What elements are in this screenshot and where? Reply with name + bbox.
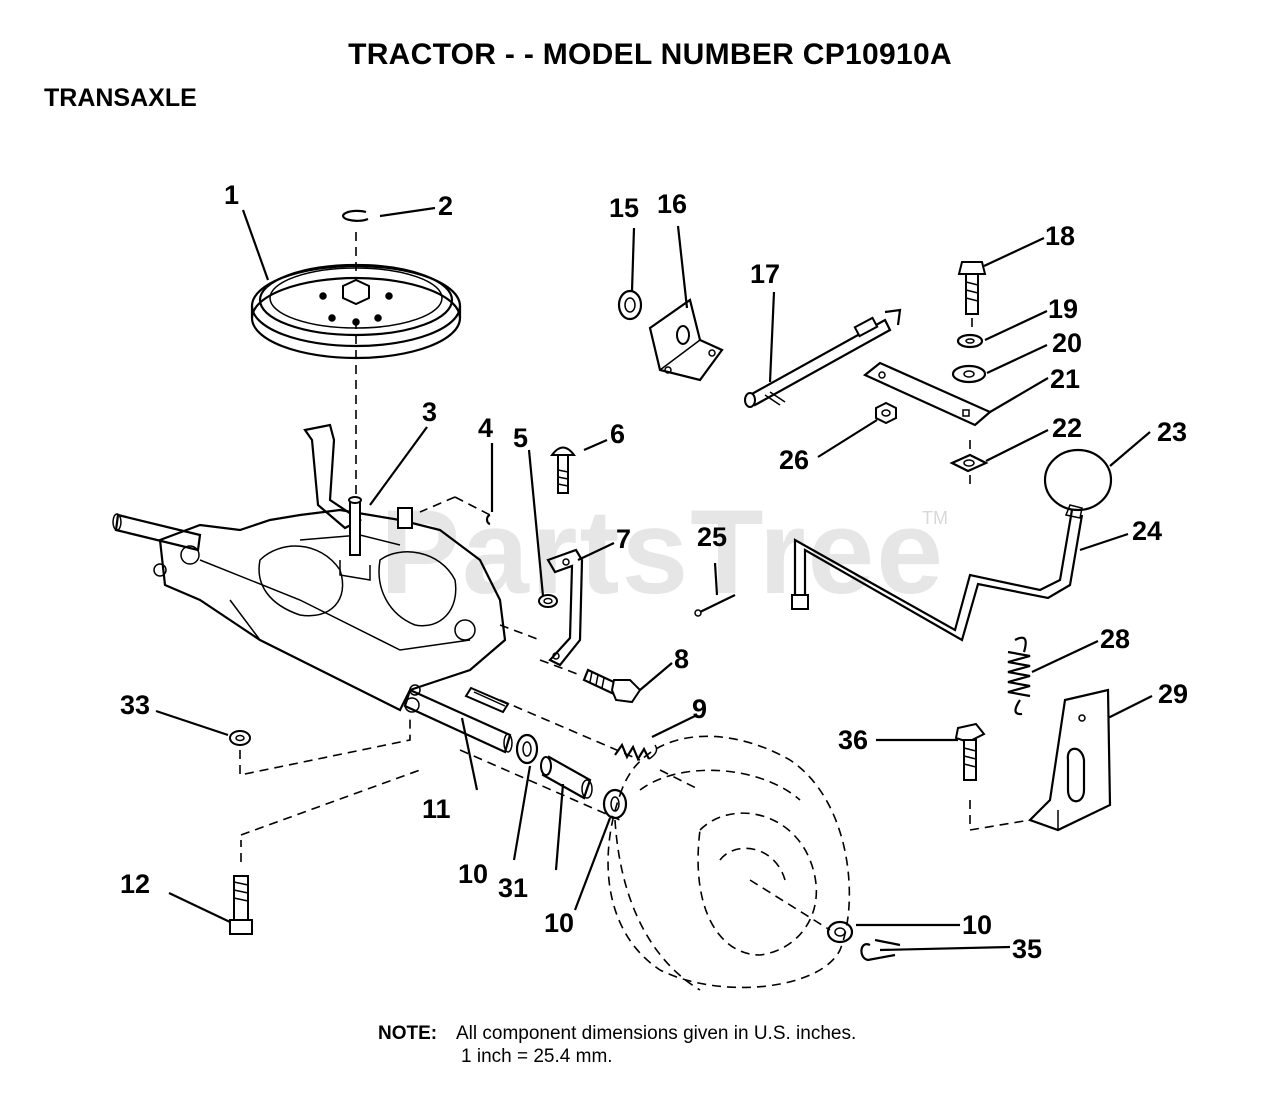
callout-35: 35 [1012,934,1042,964]
part-12-bolt[interactable] [229,875,253,935]
callout-12: 12 [120,869,150,899]
callout-36: 36 [838,725,868,755]
callout-31: 31 [498,873,528,903]
part-17-control-rod[interactable] [744,308,902,408]
callout-26: 26 [779,445,809,475]
callout-5: 5 [513,423,528,453]
part-19-lockwasher[interactable] [956,333,984,349]
callout-7: 7 [616,524,631,554]
part-7-bracket[interactable] [546,548,584,667]
part-4-pin[interactable] [485,513,491,526]
part-22-square-washer[interactable] [949,453,989,473]
callout-11: 11 [422,794,451,824]
part-26-nut[interactable] [875,401,897,425]
callout-1: 1 [224,180,239,210]
part-10-washer-b[interactable] [602,788,628,820]
note-label: NOTE: [378,1023,438,1044]
callout-22: 22 [1052,413,1082,443]
part-11-key[interactable] [464,686,510,714]
part-9-spring[interactable] [614,742,658,762]
part-10-washer-c[interactable] [826,920,854,944]
dimension-note: NOTE: All component dimensions given in U… [378,1022,856,1068]
part-36-bolt[interactable] [954,722,986,781]
callout-21: 21 [1050,364,1080,394]
callout-33: 33 [120,690,150,720]
callout-labels: 1 2 3 4 5 6 7 8 9 10 10 10 11 12 15 16 1… [120,180,1188,964]
part-2-retaining-ring[interactable] [342,209,369,222]
callout-19: 19 [1048,294,1078,324]
callout-16: 16 [657,189,687,219]
part-33-nut[interactable] [229,730,251,746]
note-line-2: 1 inch = 25.4 mm. [461,1046,613,1067]
part-25-cotter-pin[interactable] [694,594,736,617]
note-line-1: All component dimensions given in U.S. i… [456,1023,857,1044]
callout-15: 15 [609,193,639,223]
callout-18: 18 [1045,221,1075,251]
callout-23: 23 [1157,417,1187,447]
part-23-knob[interactable] [1043,448,1113,512]
callout-20: 20 [1052,328,1082,358]
watermark-trademark: TM [922,508,948,528]
callout-10-b: 10 [544,908,574,938]
part-5-nut[interactable] [538,594,558,608]
callout-4: 4 [478,413,493,443]
callout-24: 24 [1132,516,1162,546]
part-31-spacer[interactable] [540,755,593,800]
part-6-carriage-bolt[interactable] [550,446,576,494]
callout-25: 25 [697,522,727,552]
part-3-transaxle-assembly[interactable] [112,423,513,754]
callout-2: 2 [438,191,453,221]
callout-3: 3 [422,397,437,427]
rear-tire [607,735,851,991]
part-29-bracket[interactable] [1027,688,1112,832]
part-15-washer[interactable] [617,289,643,321]
part-20-washer[interactable] [951,364,987,384]
callout-8: 8 [674,644,689,674]
leader-lines [155,206,1153,952]
part-8-bolt[interactable] [582,668,642,704]
part-35-hairpin-clip[interactable] [860,938,901,962]
callout-10-c: 10 [962,910,992,940]
callout-29: 29 [1158,679,1188,709]
part-16-bracket[interactable] [648,298,724,382]
section-title: TRANSAXLE [44,84,197,112]
callout-28: 28 [1100,624,1130,654]
callout-10-a: 10 [458,859,488,889]
part-24-shift-lever[interactable] [791,504,1084,642]
callout-9: 9 [692,694,707,724]
part-28-spring[interactable] [1007,636,1031,716]
diagram-title: TRACTOR - - MODEL NUMBER CP10910A [348,38,952,71]
part-18-bolt[interactable] [957,261,987,315]
callout-6: 6 [610,419,625,449]
part-10-washer-a[interactable] [515,733,539,765]
callout-17: 17 [750,259,780,289]
